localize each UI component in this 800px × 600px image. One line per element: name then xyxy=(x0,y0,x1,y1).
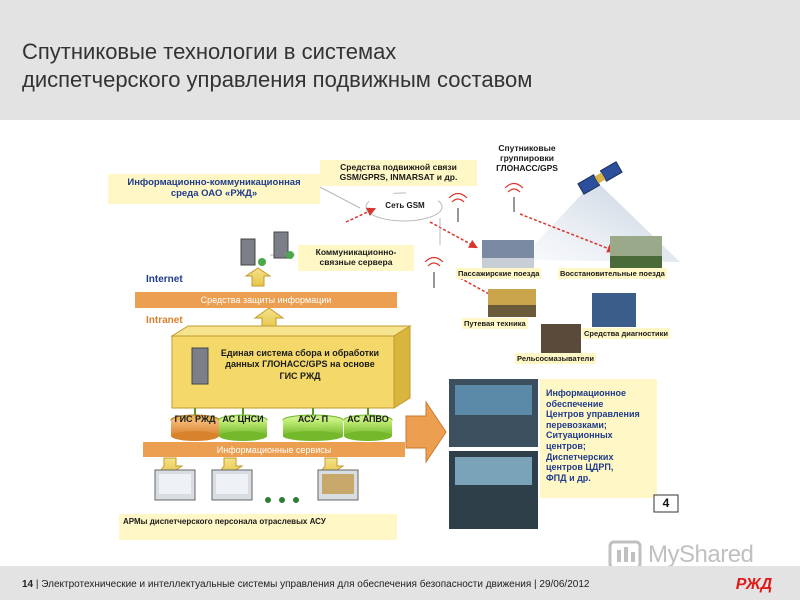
comm-servers-label: Коммуникационно- связные сервера xyxy=(298,245,414,271)
db-label-apvo: АС АПВО xyxy=(347,414,389,424)
mobile-comm-label: Средства подвижной связи GSM/GPRS, INMAR… xyxy=(320,160,477,186)
rzd-logo: РЖД xyxy=(736,576,773,593)
intranet-label: Intranet xyxy=(146,315,183,326)
info-env-label: Информационно-коммуникационная среда ОАО… xyxy=(108,174,320,204)
info-support-line-6: центров; xyxy=(546,441,586,452)
gsm-cloud-label: Сеть GSM xyxy=(385,201,425,210)
info-support-line-9: ФПД и др. xyxy=(546,472,591,483)
badge-box xyxy=(653,494,679,513)
info-support-line-8: центров ЦДРП, xyxy=(546,462,614,473)
info-support-line-3: Центров управления xyxy=(546,409,640,420)
footer-separator-2: | xyxy=(534,579,537,590)
db-label-asup: АСУ- П xyxy=(297,414,329,424)
arm-computers xyxy=(154,469,359,503)
db-cylinders xyxy=(170,414,393,441)
central-system-label: Единая система сбора и обработки данных … xyxy=(212,348,388,382)
title-line-2: диспетчерского управления подвижным сост… xyxy=(22,67,533,92)
control-center-photos xyxy=(449,379,538,529)
header-band xyxy=(0,0,800,120)
badge-number: 4 xyxy=(662,496,670,510)
satellite-label: Спутниковые группировки ГЛОНАСС/GPS xyxy=(474,143,580,174)
server-icons xyxy=(240,231,294,266)
diagram-graphics xyxy=(154,161,680,529)
comm-servers-line-2: связные сервера xyxy=(319,257,393,267)
arm-label: АРМы диспетчерского персонала отраслевых… xyxy=(119,514,397,540)
footer-band xyxy=(0,566,800,600)
passenger-trains-label: Пассажирские поезда xyxy=(456,268,542,279)
central-line-1: Единая система сбора и обработки xyxy=(220,348,380,358)
recovery-trains-label: Восстановительные поезда xyxy=(558,268,667,279)
info-support-line-4: перевозками; xyxy=(546,419,607,430)
security-bar: Средства защиты информации xyxy=(135,292,397,308)
footer-separator-1: | xyxy=(35,579,39,590)
satellite-icon xyxy=(577,161,623,195)
info-support-line-7: Диспетчерских xyxy=(546,451,614,462)
orange-arrow xyxy=(405,400,447,464)
comm-servers-line-1: Коммуникационно- xyxy=(315,247,397,258)
satellite-line-2: ГЛОНАСС/GPS xyxy=(496,163,558,174)
central-block xyxy=(170,325,412,409)
gsm-cloud xyxy=(365,189,443,222)
info-env-line-2: среда ОАО «РЖД» xyxy=(170,188,258,199)
satellite-line-1: Спутниковые группировки xyxy=(498,143,556,164)
diagnostics-label: Средства диагностики xyxy=(582,328,670,339)
internet-label: Internet xyxy=(146,274,183,285)
info-support-text: Информационное обеспечение Центров управ… xyxy=(546,388,654,483)
antenna-icon xyxy=(424,182,524,288)
central-line-3: ГИС РЖД xyxy=(279,370,321,381)
mobile-comm-line-2: GSM/GPRS, INMARSAT и др. xyxy=(339,172,458,182)
footer: 14 | Электротехнические и интеллектуальн… xyxy=(22,579,589,590)
rail-lubricators-label: Рельсосмазыватели xyxy=(515,353,596,364)
info-support-line-1: Информационное xyxy=(546,388,627,398)
info-support-line-5: Ситуационных xyxy=(546,430,613,441)
info-support-box xyxy=(540,379,657,498)
myshared-watermark-text: MyShared xyxy=(648,541,754,568)
info-support-line-2: обеспечение xyxy=(546,398,604,409)
page-number: 14 xyxy=(22,579,34,590)
wireless-links xyxy=(345,207,617,303)
vehicle-photos xyxy=(482,236,662,354)
title-line-1: Спутниковые технологии в системах xyxy=(22,39,397,64)
db-label-cnsi: АС ЦНСИ xyxy=(222,414,264,424)
db-label-gis: ГИС РЖД xyxy=(174,414,216,424)
central-line-2: данных ГЛОНАСС/GPS на основе xyxy=(225,359,375,370)
services-bar: Информационные сервисы xyxy=(143,442,405,457)
rzd-logo-text: РЖД xyxy=(736,576,773,593)
track-equipment-label: Путевая техника xyxy=(462,318,528,329)
footer-date: 29/06/2012 xyxy=(539,579,590,590)
footer-text: Электротехнические и интеллектуальные си… xyxy=(41,579,532,590)
slide-title: Спутниковые технологии в системах диспет… xyxy=(22,38,762,94)
info-env-line-1: Информационно-коммуникационная xyxy=(127,177,301,189)
mobile-comm-line-1: Средства подвижной связи xyxy=(340,162,457,173)
